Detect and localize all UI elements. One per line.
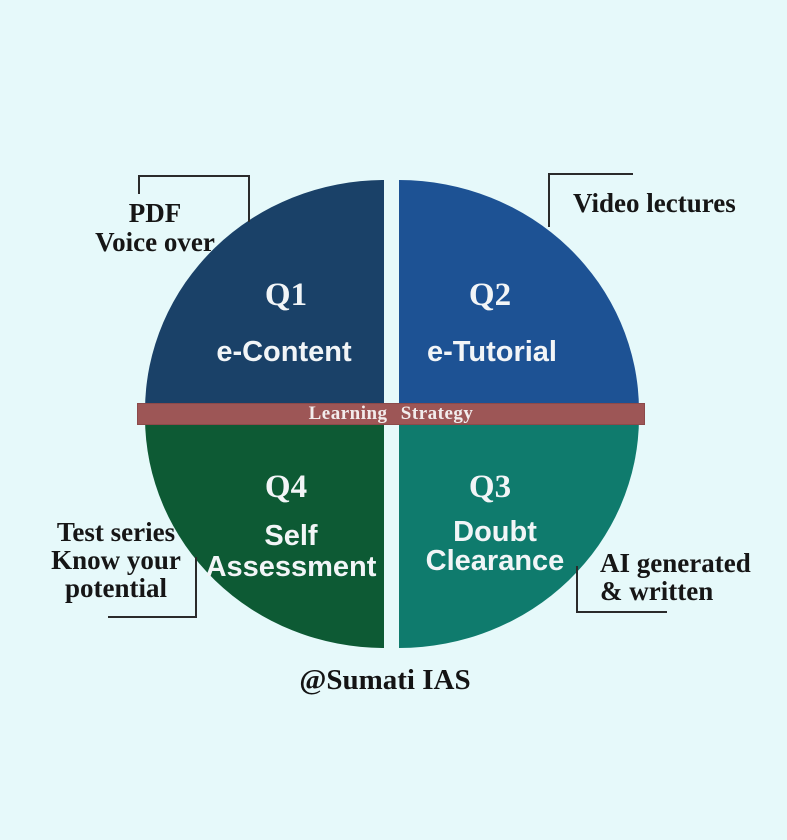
learning-strategy-band: Learning Strategy [137, 403, 645, 425]
q3-annotation-line-2: & written [600, 576, 714, 606]
q1-annotation-line-1: PDF [128, 198, 182, 228]
q3-label: Q3 [468, 469, 512, 505]
q4-annotation-line-1: Test series [56, 517, 176, 547]
q1-title: e-Content [216, 336, 352, 368]
learning-strategy-band-label: Learning Strategy [308, 403, 474, 424]
q1-annotation-line-2: Voice over [95, 227, 215, 257]
q3-title-line-2: Clearance [425, 545, 565, 577]
q3-annotation-line-1: AI generated [600, 548, 751, 578]
q4-title: Self Assessment [191, 521, 391, 583]
q1-label: Q1 [264, 277, 308, 313]
q3-title: Doubt Clearance [395, 518, 595, 576]
q2-title: e-Tutorial [427, 336, 557, 368]
q3-annotation: AI generated & written [600, 549, 751, 605]
q4-annotation-line-3: potential [64, 573, 167, 603]
q4-title-line-2: Assessment [205, 551, 377, 583]
q4-annotation: Test series Know your potential [16, 518, 216, 602]
q3-title-line-1: Doubt [453, 516, 537, 548]
q4-title-line-1: Self [264, 520, 318, 552]
q4-annotation-line-2: Know your [51, 545, 181, 575]
q1-annotation: PDF Voice over [55, 199, 255, 257]
q4-label: Q4 [264, 469, 308, 505]
q2-annotation-line-1: Video lectures [573, 188, 736, 218]
q2-label: Q2 [468, 277, 512, 313]
q2-annotation: Video lectures [573, 189, 736, 218]
footer-handle: @Sumati IAS [299, 664, 471, 696]
